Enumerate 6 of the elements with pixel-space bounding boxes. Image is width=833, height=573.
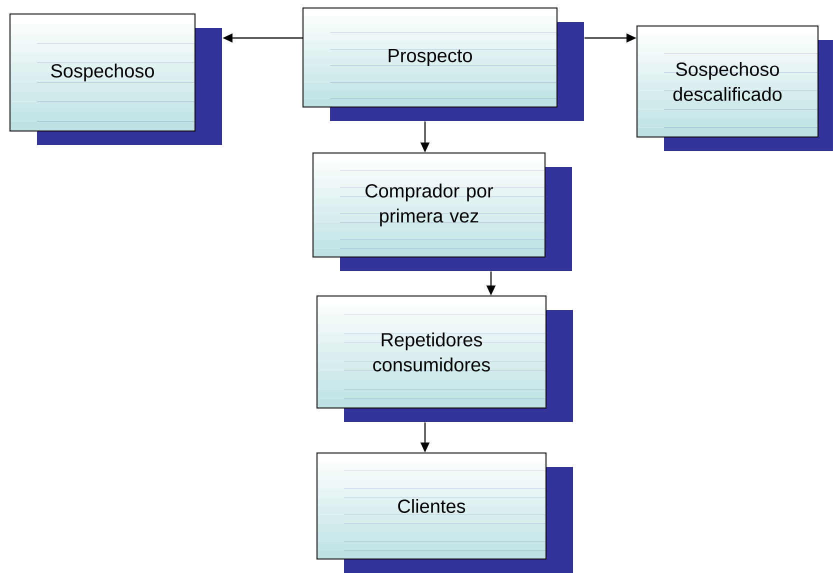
process-box: Sospechoso descalificado: [636, 26, 833, 151]
process-box: Prospecto: [302, 8, 584, 121]
process-box: Clientes: [316, 452, 573, 573]
process-box: Repetidores consumidores: [316, 296, 573, 422]
process-box: Comprador por primera vez: [312, 152, 572, 271]
process-box: Sospechoso: [10, 14, 222, 145]
